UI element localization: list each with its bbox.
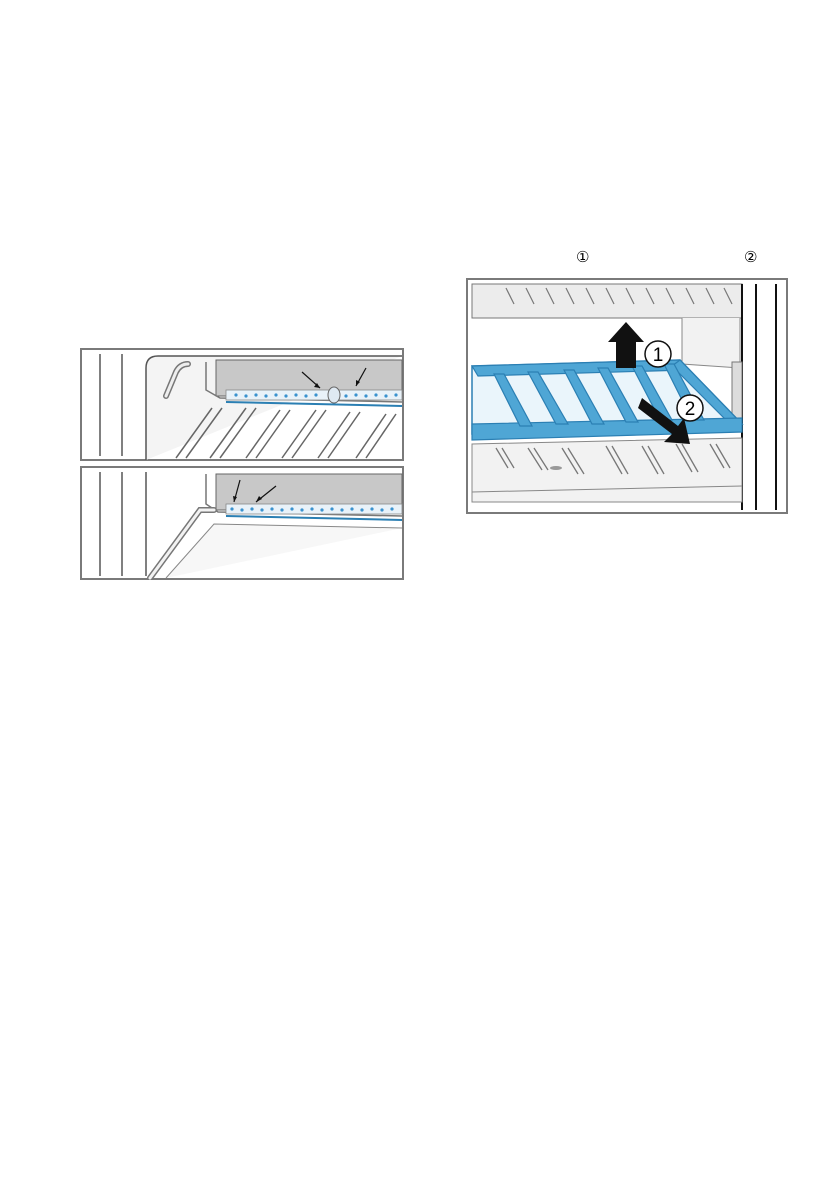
illustration-drip-channel-wet [80, 348, 404, 461]
callout-ref-1: ① [576, 247, 589, 267]
callout-ref-2: ② [744, 247, 757, 267]
step-badge-1: 1 [653, 345, 664, 366]
step-badge-2: 2 [685, 399, 696, 420]
illustration-drip-channel-cleared [80, 466, 404, 580]
illustration-shelf-removal: 1 2 [466, 278, 788, 514]
